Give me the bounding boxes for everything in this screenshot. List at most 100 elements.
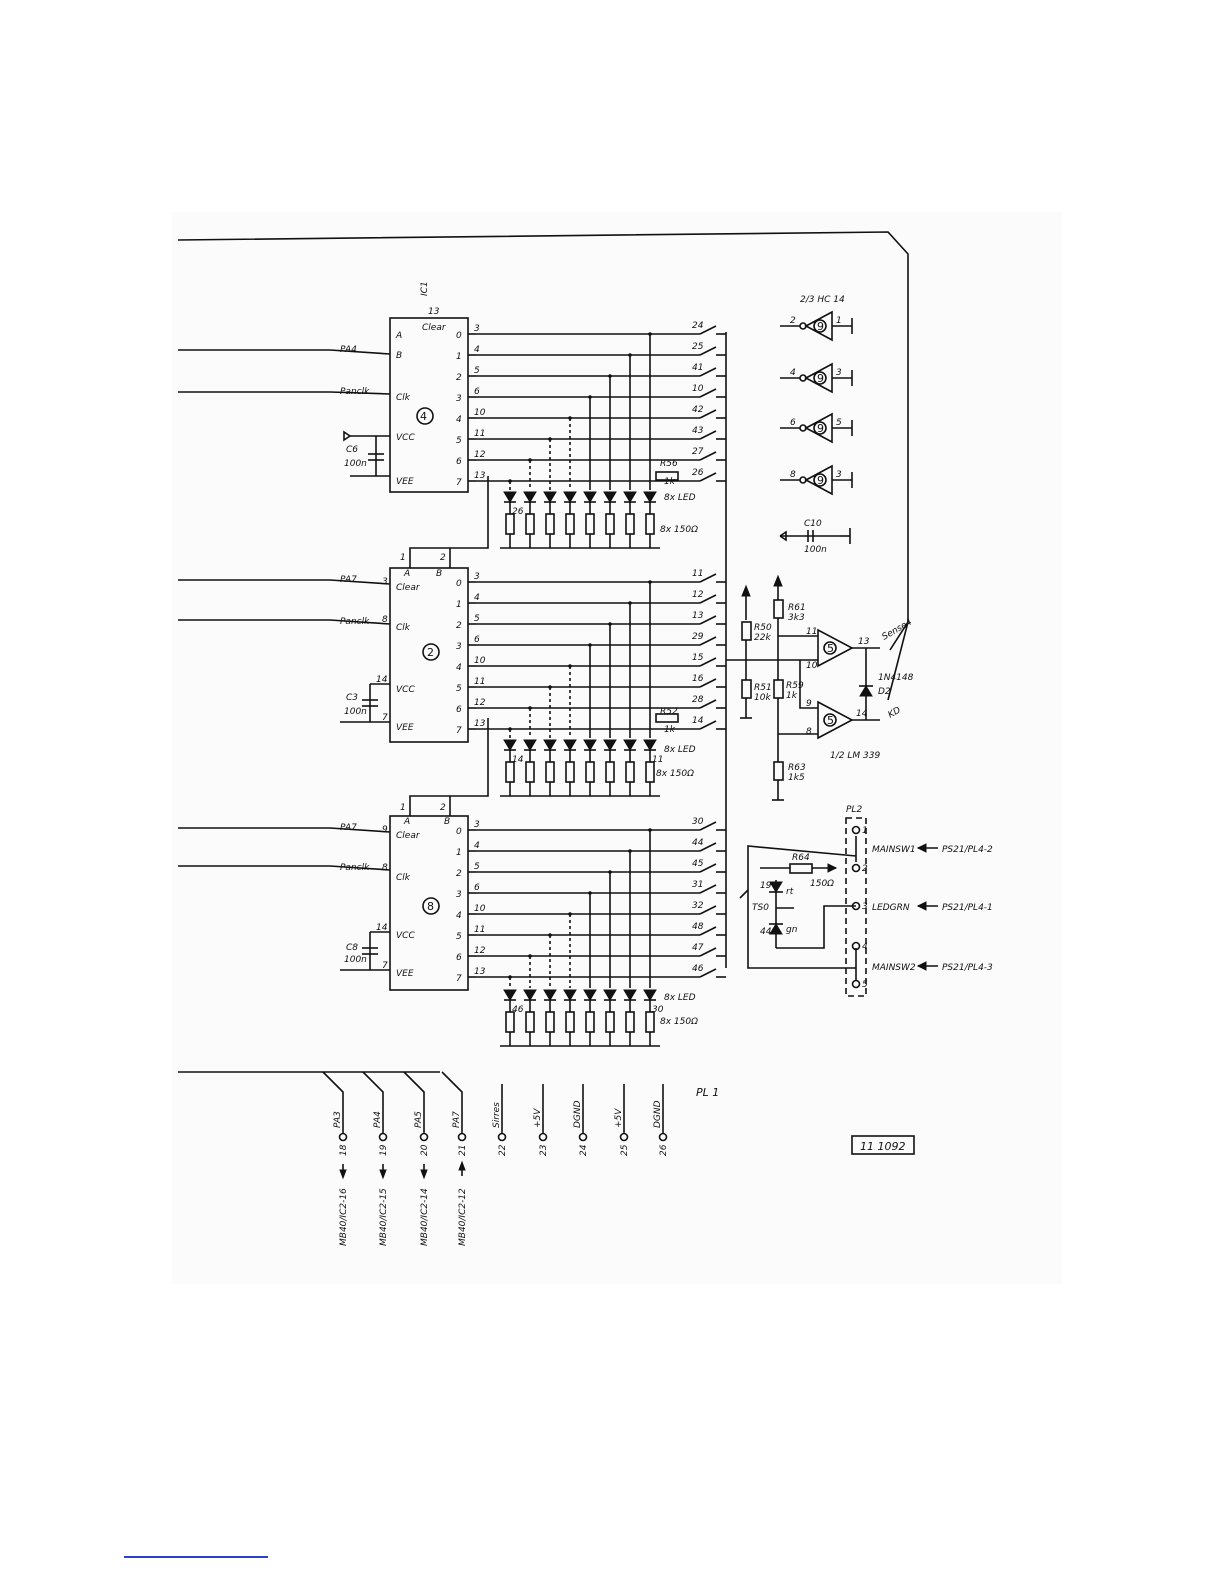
output-pin-number: 4 <box>474 593 480 603</box>
ic-bot-vee: VEE <box>396 969 414 979</box>
switch-number: 16 <box>692 674 704 684</box>
output-pin-number: 5 <box>474 614 480 624</box>
switch-number: 11 <box>692 569 703 579</box>
output-index: 2 <box>456 621 462 631</box>
pl1-signal: +5V <box>533 1108 543 1128</box>
led-diode <box>623 491 637 503</box>
output-index: 1 <box>456 848 462 858</box>
output-pin-number: 11 <box>474 677 485 687</box>
inverter-ic-num: 9 <box>817 320 824 333</box>
led-label-mid: 8x LED <box>664 745 696 755</box>
ic-top-clear: Clear <box>422 323 447 333</box>
output-pin-number: 4 <box>474 345 480 355</box>
switch-contact <box>699 947 717 957</box>
pl1-signal: DGND <box>653 1100 663 1128</box>
r52-label: R52 <box>660 707 678 717</box>
inverter-pin-out: 3 <box>836 470 842 480</box>
comp-upper-pin-out: 13 <box>858 637 870 647</box>
pl1-connector: PL 1 PA318PA419PA520PA721Sirres22+5V23DG… <box>322 1071 719 1246</box>
switch-contact <box>699 430 717 440</box>
r56-label: R56 <box>660 459 678 469</box>
switch-contact <box>699 905 717 915</box>
ic-bot-a: A <box>403 817 410 827</box>
ic-bot-pin-clk: 8 <box>382 863 388 873</box>
pl1-signal: Sirres <box>492 1102 502 1128</box>
switch-number: 30 <box>692 817 704 827</box>
led-resistor <box>585 761 595 783</box>
switch-number: 42 <box>692 405 704 415</box>
output-index: 3 <box>456 394 462 404</box>
pl1-pin <box>419 1132 429 1142</box>
switch-number: 26 <box>692 468 704 478</box>
comp-upper-pin-minus: 10 <box>806 661 818 671</box>
switch-number: 32 <box>692 901 704 911</box>
switch-number: 14 <box>692 716 704 726</box>
inverter-ic-num: 9 <box>817 372 824 385</box>
switch-contact <box>699 968 717 978</box>
series-resistor <box>655 471 679 481</box>
led-resistor <box>505 761 515 783</box>
comp-lower-pin-out: 14 <box>856 709 868 719</box>
ic-top-pin-clk: Clk <box>396 393 411 403</box>
switch-contact <box>699 842 717 852</box>
pl1-destination: MB40/IC2-15 <box>379 1188 389 1246</box>
led-resistor <box>525 513 535 535</box>
output-index: 4 <box>456 911 462 921</box>
led-first-mid: 14 <box>512 755 524 765</box>
switch-contact <box>699 863 717 873</box>
led-diode <box>523 491 537 503</box>
pl1-arrow-head <box>379 1169 387 1180</box>
ic-top-input-panclk: Panclk <box>340 387 370 397</box>
output-pin-number: 3 <box>474 572 480 582</box>
switch-contact <box>699 636 717 646</box>
ic-mid-pin-vcc: 14 <box>376 675 388 685</box>
output-index: 5 <box>456 932 462 942</box>
pl1-pin-number: 21 <box>458 1145 468 1156</box>
switch-contact <box>699 451 717 461</box>
r52-value: 1k <box>664 725 676 735</box>
switch-number: 44 <box>692 838 704 848</box>
d2-name: D2 <box>878 687 891 697</box>
led-diode <box>503 989 517 1001</box>
ic-mid-b: B <box>436 569 442 579</box>
output-index: 5 <box>456 684 462 694</box>
d2-type: 1N4148 <box>878 673 914 683</box>
ic-mid-pin-vee: 7 <box>382 713 388 723</box>
led-resistor <box>565 1011 575 1033</box>
r59-value: 1k <box>786 691 798 701</box>
ic-top-cap-label: C6 <box>346 445 358 455</box>
switch-number: 24 <box>692 321 704 331</box>
led-first-bot: 46 <box>512 1005 524 1015</box>
r64-label: R64 <box>792 853 810 863</box>
output-pin-number: 3 <box>474 324 480 334</box>
switch-number: 12 <box>692 590 704 600</box>
ic-top-pin-b: B <box>396 351 402 361</box>
led-label-top: 8x LED <box>664 493 696 503</box>
pl2-label: PL2 <box>846 805 862 815</box>
switch-contact <box>699 409 717 419</box>
led-resistor <box>565 761 575 783</box>
switch-number: 29 <box>692 632 704 642</box>
comp-upper-num: 5 <box>827 642 834 655</box>
output-pin-number: 11 <box>474 429 485 439</box>
switch-contact <box>699 325 717 335</box>
pl1-pin-number: 24 <box>579 1144 589 1156</box>
cap-c10: C10 100n <box>779 519 851 555</box>
pl1-pin-number: 20 <box>420 1144 430 1156</box>
switch-contact <box>699 615 717 625</box>
comparator-section: R50 22k R51 10k R61 3k3 R59 1k R63 1k5 5… <box>740 574 914 801</box>
led-gn: gn <box>786 925 798 935</box>
ic-mid-number: 2 <box>427 646 434 659</box>
output-index: 6 <box>456 953 462 963</box>
pl1-pin <box>578 1132 588 1142</box>
r64-value: 150Ω <box>810 879 834 889</box>
ic-top-clear-pin: 13 <box>428 307 440 317</box>
pl1-pin <box>457 1132 467 1142</box>
inverter-pin-in: 2 <box>790 316 796 326</box>
switch-contact <box>699 657 717 667</box>
pl2-pin-number: 4 <box>862 942 868 952</box>
